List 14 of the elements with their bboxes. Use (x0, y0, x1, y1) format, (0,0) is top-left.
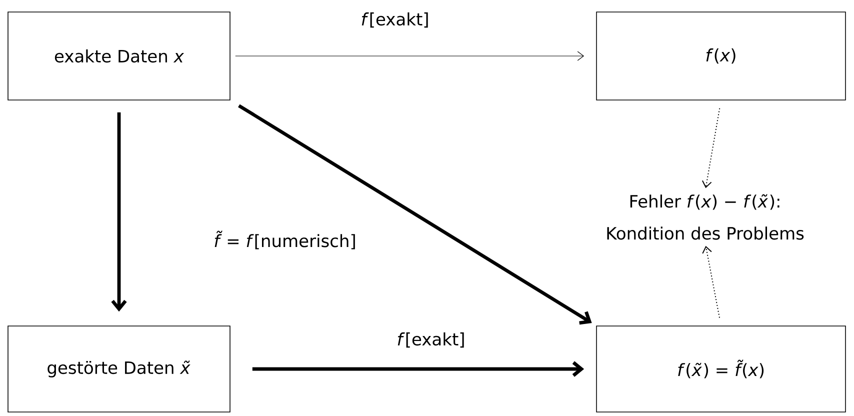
process-box: exakte Daten x (8, 12, 230, 100)
error-text: Fehler f(x) − f(x̃): Kondition des Problems (607, 194, 804, 240)
edge-label: f[exakt] (394, 330, 468, 350)
arrow (235, 51, 584, 61)
process-box: f(x) (596, 12, 846, 100)
edge-label: f[exakt] (358, 10, 432, 30)
process-box: f(x̃) = f̃(x) (596, 326, 846, 412)
dotted-arrow (702, 108, 720, 188)
arrow (111, 112, 127, 312)
arrow (252, 361, 584, 377)
process-box: gestörte Daten x̃ (8, 326, 230, 412)
edge-label: f̃ = f[numerisch] (212, 228, 358, 252)
arrow (238, 104, 592, 325)
dotted-arrow (702, 246, 720, 318)
